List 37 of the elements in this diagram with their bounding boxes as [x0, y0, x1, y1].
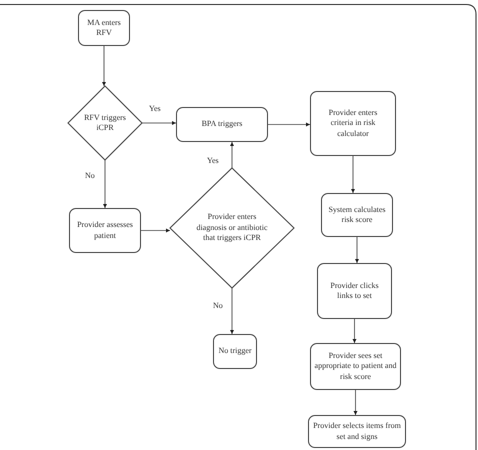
process-box: [69, 208, 141, 253]
edge-label: Yes: [148, 104, 162, 114]
arrow: [352, 318, 356, 344]
node-text: No trigger: [218, 346, 252, 357]
node-text: BPA triggers: [202, 119, 242, 130]
node-text: System calculates risk score: [327, 204, 387, 226]
arrow: [103, 160, 107, 208]
process-box: [78, 10, 130, 46]
edge-label: No: [84, 171, 96, 181]
arrow: [354, 390, 358, 416]
edge-label: No: [212, 301, 224, 311]
node-text: Provider sees set appropriate to patient and risk score: [314, 350, 397, 382]
decision-diamond: [68, 86, 142, 160]
arrow: [230, 142, 234, 168]
process-box: [176, 107, 268, 142]
node-text: RFV triggers iCPR: [84, 112, 126, 134]
decision-diamond: [170, 168, 294, 288]
arrow: [351, 156, 355, 194]
arrow: [268, 122, 310, 126]
arrow: [355, 236, 359, 264]
process-box: [321, 193, 393, 237]
arrow: [142, 121, 176, 125]
process-box: [317, 263, 392, 319]
process-box: [310, 343, 401, 390]
node-text: Provider enters criteria in risk calculator: [328, 108, 378, 140]
process-box: [310, 91, 396, 156]
node-text: MA enters RFV: [86, 18, 122, 38]
arrow: [140, 228, 170, 232]
arrow: [230, 288, 234, 334]
node-text: Provider selects items from set and signs: [312, 421, 402, 442]
arrow: [102, 46, 106, 86]
process-box: [213, 334, 257, 369]
process-box: [308, 415, 406, 448]
node-text: Provider clicks links to set: [329, 280, 380, 302]
node-text: Provider enters diagnosis or antibiotic that triggers iCPR: [196, 212, 268, 244]
edge-label: Yes: [206, 156, 220, 166]
node-text: Provider assesses patient: [76, 220, 134, 241]
